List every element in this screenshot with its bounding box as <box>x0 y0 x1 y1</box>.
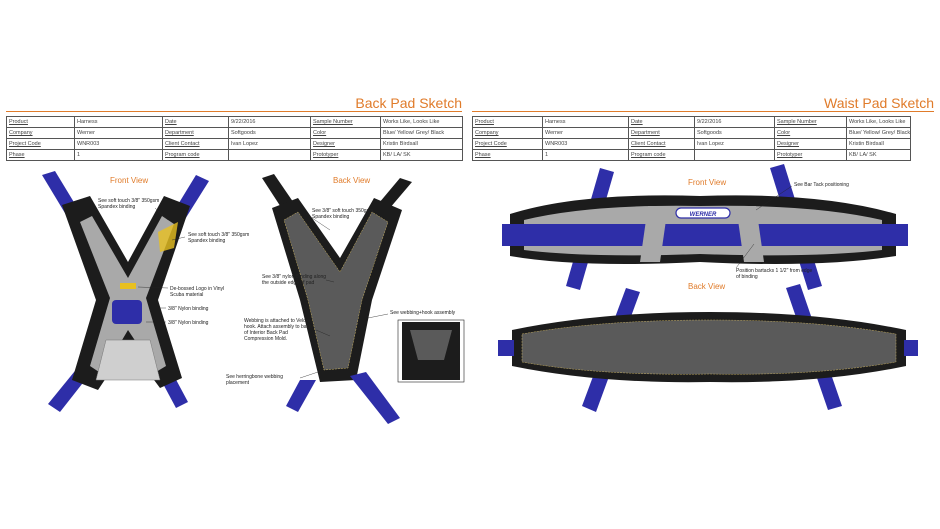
note-nylon-a: 3/8" Nylon binding <box>168 306 209 312</box>
waist-back-belt-left <box>498 340 514 356</box>
info-value: 1 <box>542 149 629 161</box>
back-strap-bottom-left <box>286 380 316 412</box>
info-value: 1 <box>74 149 163 161</box>
note-bar-tack: See Bar Tack positioning <box>794 182 849 188</box>
back-pad-lower-mesh <box>95 339 161 381</box>
back-pad-back-view-label: Back View <box>333 176 371 185</box>
note-webbing-velcro: Webbing is attached to Velcro hook. Atta… <box>244 318 312 342</box>
debossed-logo <box>120 283 136 289</box>
werner-logo-text: WERNER <box>690 212 717 218</box>
back-pad-blue-panel <box>112 300 142 324</box>
note-nylon-edge: See 3/8" nylon Binding along the outside… <box>262 274 327 286</box>
info-label: Phase <box>472 149 543 161</box>
detail-panel <box>410 330 452 360</box>
note-soft-touch-b: See soft touch 3/8" 350gsm Spandex bindi… <box>188 232 250 244</box>
shoulder-logo <box>158 222 178 252</box>
waist-pad-front-view-label: Front View <box>688 178 727 187</box>
waist-back-belt-right <box>904 340 918 356</box>
note-soft-touch-a: See soft touch 3/8" 350gsm Spandex bindi… <box>98 198 160 210</box>
waist-belt <box>502 224 908 246</box>
title-rule <box>472 111 934 112</box>
back-pad-front-view-label: Front View <box>110 176 149 185</box>
back-pad-panel <box>80 216 174 374</box>
back-strap-bottom-right <box>350 372 400 424</box>
note-soft-touch-back: See 3/8" soft touch 350gsm Spandex bindi… <box>312 208 374 220</box>
waist-back-panel <box>521 319 897 375</box>
werner-logo-badge <box>675 207 731 219</box>
info-value: KB/ LA/ SK <box>380 149 463 161</box>
note-debossed-logo: De-bossed Logo in Vinyl Scuba material <box>170 286 225 298</box>
note-nylon-b: 3/8" Nylon binding <box>168 320 209 326</box>
info-label: Program code <box>628 149 695 161</box>
bar-tack-right <box>736 206 764 262</box>
back-pad-title: Back Pad Sketch <box>355 95 462 111</box>
info-value: KB/ LA/ SK <box>846 149 911 161</box>
back-pad-back-panel <box>283 211 389 371</box>
info-label: Phase <box>6 149 75 161</box>
waist-pad-title: Waist Pad Sketch <box>824 95 934 111</box>
note-webbing-hook: See webbing+hook assembly <box>390 310 456 316</box>
note-herringbone: See herringbone webbing placement <box>226 374 283 386</box>
info-label: Prototyper <box>774 149 847 161</box>
bar-tack-left <box>640 206 668 262</box>
title-rule <box>6 111 462 112</box>
waist-pad-back-view-label: Back View <box>688 282 726 291</box>
note-bartacks: Position bartacks 1 1/2" from edge of bi… <box>736 268 813 280</box>
